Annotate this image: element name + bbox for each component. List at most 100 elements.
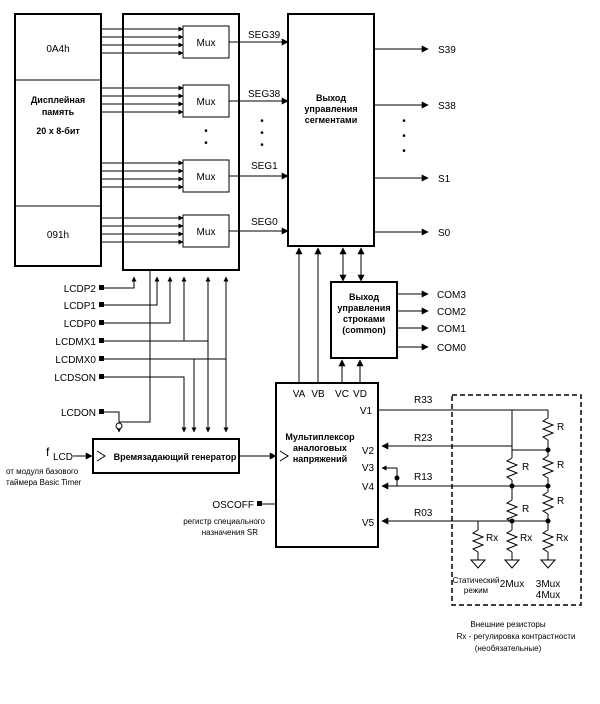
static-mode-line2: режим bbox=[464, 586, 488, 595]
mux-38: Mux bbox=[182, 84, 230, 118]
s1-label: S1 bbox=[438, 174, 451, 185]
flcd-source-line2: таймера Basic Timer bbox=[6, 478, 82, 487]
rx-34mux: Rx bbox=[556, 533, 568, 544]
mux-dots-2: • bbox=[204, 138, 208, 149]
analog-mux-line3: напряжений bbox=[293, 454, 347, 464]
voltage-rails: R33 R23 R13 R03 bbox=[378, 395, 548, 525]
static-mode-column: Rx Статический режим bbox=[453, 521, 500, 595]
mux-label: Mux bbox=[197, 172, 216, 183]
segment-driver-line2: управления bbox=[304, 104, 357, 114]
rx-2mux: Rx bbox=[520, 533, 532, 544]
com0-label: COM0 bbox=[437, 343, 466, 354]
mux-dots-1: • bbox=[204, 126, 208, 137]
flcd-f: f bbox=[46, 445, 50, 459]
r-34mux-1: R bbox=[557, 422, 564, 433]
va-label: VA bbox=[293, 389, 306, 400]
lcdp0-label: LCDP0 bbox=[64, 319, 97, 330]
segment-driver-line3: сегментами bbox=[305, 115, 357, 125]
mux-label: Mux bbox=[197, 38, 216, 49]
com2-label: COM2 bbox=[437, 307, 466, 318]
memory-bottom-address: 091h bbox=[47, 230, 69, 241]
seg-lines: SEG39 SEG38 SEG1 SEG0 • • • bbox=[229, 30, 289, 235]
s-dots-3: • bbox=[402, 146, 406, 157]
timing-generator-block: Времязадающий генератор bbox=[92, 438, 240, 474]
r-2mux-1: R bbox=[522, 462, 529, 473]
com3-label: COM3 bbox=[437, 290, 466, 301]
lcdp2-label: LCDP2 bbox=[64, 284, 97, 295]
lcdson-label: LCDSON bbox=[54, 373, 96, 384]
oscoff-label: OSCOFF bbox=[212, 500, 254, 511]
memory-mux-bus bbox=[101, 26, 184, 245]
s38-label: S38 bbox=[438, 101, 456, 112]
r03-label: R03 bbox=[414, 508, 433, 519]
rx-static: Rx bbox=[486, 533, 498, 544]
common-driver-line1: Выход bbox=[349, 292, 379, 302]
control-inputs: LCDP2 LCDP1 LCDP0 LCDMX1 LCDMX0 LCDSON bbox=[54, 276, 229, 433]
mux34-column: R R R Rx 3Mux 4Mux bbox=[512, 410, 568, 601]
mux-1: Mux bbox=[182, 159, 230, 193]
memory-title-line2: память bbox=[42, 107, 75, 117]
r-2mux-2: R bbox=[522, 504, 529, 515]
external-resistors-box bbox=[451, 394, 582, 606]
seg-dots-2: • bbox=[260, 128, 264, 139]
v1-label: V1 bbox=[360, 406, 373, 417]
oscoff-note-line2: назначения SR bbox=[202, 528, 259, 537]
v4-label: V4 bbox=[362, 482, 375, 493]
mux-label: Mux bbox=[197, 227, 216, 238]
memory-size: 20 x 8-бит bbox=[36, 126, 80, 136]
s-dots-1: • bbox=[402, 116, 406, 127]
v5-label: V5 bbox=[362, 518, 375, 529]
flcd-source-line1: от модуля базового bbox=[6, 467, 79, 476]
mux4-label: 4Mux bbox=[536, 590, 560, 601]
r33-label: R33 bbox=[414, 395, 433, 406]
external-line1: Внешние резисторы bbox=[470, 620, 546, 629]
s-dots-2: • bbox=[402, 131, 406, 142]
mux-39: Mux bbox=[182, 25, 230, 59]
s0-label: S0 bbox=[438, 228, 451, 239]
seg1-label: SEG1 bbox=[251, 161, 278, 172]
lcdon-input: LCDON bbox=[61, 270, 151, 433]
analog-mux-block: Мультиплексор аналоговых напряжений VA V… bbox=[275, 382, 379, 548]
s39-label: S39 bbox=[438, 45, 456, 56]
segment-driver-block: Выход управления сегментами bbox=[287, 13, 375, 247]
flcd-input: f LCD от модуля базового таймера Basic T… bbox=[6, 445, 93, 487]
flcd-sub: LCD bbox=[53, 452, 73, 463]
vd-label: VD bbox=[353, 389, 367, 400]
v2-label: V2 bbox=[362, 446, 375, 457]
mux-label: Mux bbox=[197, 97, 216, 108]
r-34mux-3: R bbox=[557, 496, 564, 507]
r23-label: R23 bbox=[414, 433, 433, 444]
seg38-label: SEG38 bbox=[248, 89, 281, 100]
external-line2: Rx - регулировка контрастности bbox=[457, 632, 576, 641]
static-mode-line1: Статический bbox=[453, 576, 500, 585]
vb-label: VB bbox=[311, 389, 325, 400]
mux2-column: R R Rx 2Mux bbox=[500, 410, 532, 590]
oscoff-input: OSCOFF регистр специального назначения S… bbox=[183, 500, 276, 537]
seg39-label: SEG39 bbox=[248, 30, 281, 41]
lcdon-label: LCDON bbox=[61, 408, 96, 419]
memory-top-address: 0A4h bbox=[46, 44, 69, 55]
r13-label: R13 bbox=[414, 472, 433, 483]
common-driver-block: Выход управления строками (common) bbox=[330, 281, 398, 359]
common-driver-line4: (common) bbox=[342, 325, 386, 335]
common-outputs: COM3 COM2 COM1 COM0 bbox=[397, 290, 466, 354]
common-driver-line3: строками bbox=[343, 314, 385, 324]
display-memory-block: 0A4h Дисплейная память 20 x 8-бит 091h bbox=[14, 13, 102, 267]
lcdmx0-label: LCDMX0 bbox=[55, 355, 96, 366]
mux3-label: 3Mux bbox=[536, 579, 560, 590]
vc-label: VC bbox=[335, 389, 349, 400]
seg0-label: SEG0 bbox=[251, 217, 278, 228]
mux2-label: 2Mux bbox=[500, 579, 524, 590]
seg-dots-3: • bbox=[260, 140, 264, 151]
external-line3: (необязательные) bbox=[475, 644, 542, 653]
r-34mux-2: R bbox=[557, 460, 564, 471]
analog-mux-line1: Мультиплексор bbox=[285, 432, 355, 442]
com1-label: COM1 bbox=[437, 324, 466, 335]
seg-dots-1: • bbox=[260, 116, 264, 127]
timing-generator-label: Времязадающий генератор bbox=[114, 452, 237, 462]
lcdmx1-label: LCDMX1 bbox=[55, 337, 96, 348]
mux-0: Mux bbox=[182, 214, 230, 248]
oscoff-note-line1: регистр специального bbox=[183, 517, 265, 526]
segment-outputs: S39 S38 S1 S0 • • • bbox=[374, 45, 456, 239]
